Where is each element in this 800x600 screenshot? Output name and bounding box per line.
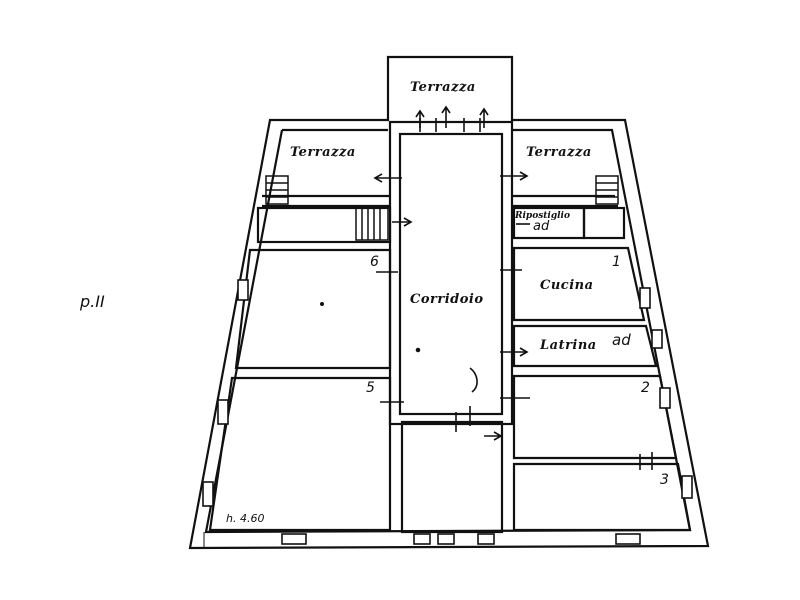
window	[237, 279, 249, 301]
room-label-toilet: Latrina	[540, 338, 597, 353]
kitchen-room	[512, 246, 646, 322]
window	[477, 533, 495, 545]
lower-center-room	[400, 420, 504, 534]
height-note: h. 4.60	[226, 512, 265, 525]
room-label-kitchen: Cucina	[540, 278, 594, 293]
window	[413, 533, 431, 545]
window	[615, 533, 641, 545]
room-number-6: 6	[370, 254, 379, 270]
corridor-wall	[388, 120, 514, 426]
room-2	[512, 374, 678, 460]
window	[639, 287, 651, 309]
storage-note-ad: ad	[533, 219, 550, 234]
room-label-storage: Ripostiglio	[515, 211, 570, 221]
window	[681, 475, 693, 499]
left-stair-room	[256, 206, 392, 244]
window	[281, 533, 307, 545]
room-label-corridor: Corridoio	[410, 292, 484, 307]
toilet-note-ad: ad	[612, 331, 631, 349]
room-6	[234, 248, 392, 370]
window	[651, 329, 663, 349]
room-5	[208, 376, 392, 532]
room-number-3: 3	[660, 472, 669, 488]
room-label-terrace-right: Terrazza	[526, 145, 592, 160]
window	[217, 399, 229, 425]
room-number-2: 2	[641, 380, 650, 396]
room-number-1: 1	[612, 254, 621, 270]
window	[202, 481, 214, 507]
window	[437, 533, 455, 545]
window	[659, 387, 671, 409]
stair-inner	[355, 207, 389, 241]
floor-label: p.II	[80, 292, 105, 311]
room-label-terrace-left: Terrazza	[290, 145, 356, 160]
room-number-5: 5	[366, 380, 375, 396]
outer-wall	[188, 55, 710, 550]
room-label-terrace-top: Terrazza	[410, 80, 476, 95]
